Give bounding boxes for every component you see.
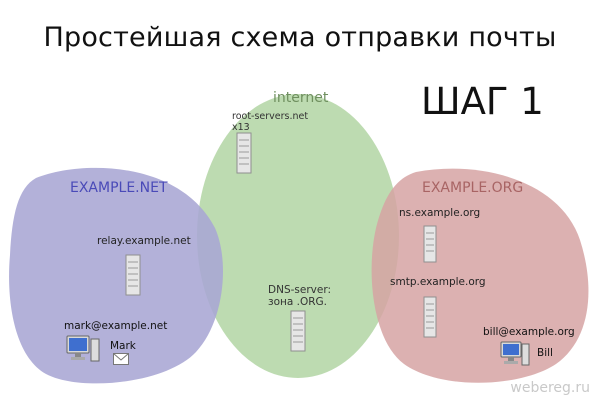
bill-email-label: bill@example.org xyxy=(483,326,575,338)
relay-host-label: relay.example.net xyxy=(97,235,191,247)
computer-icon xyxy=(66,335,100,362)
watermark: webereg.ru xyxy=(510,380,590,396)
server-icon xyxy=(423,296,437,338)
root-servers-label: root-servers.net xyxy=(232,111,309,122)
server-icon xyxy=(236,132,252,174)
mark-user-label: Mark xyxy=(110,340,136,352)
dns-zone-label: зона .ORG. xyxy=(268,296,328,308)
example-net-zone xyxy=(9,167,223,384)
example-org-label: EXAMPLE.ORG xyxy=(422,180,524,196)
server-icon xyxy=(290,310,306,352)
internet-label: internet xyxy=(273,90,329,106)
bill-user-label: Bill xyxy=(537,347,553,359)
server-icon xyxy=(125,254,141,296)
dns-server-label: DNS-server: xyxy=(268,284,331,296)
diagram-title: Простейшая схема отправки почты xyxy=(43,22,557,53)
envelope-icon xyxy=(113,353,129,365)
example-net-label: EXAMPLE.NET xyxy=(70,180,168,196)
smtp-host-label: smtp.example.org xyxy=(390,276,486,288)
mark-email-label: mark@example.net xyxy=(64,320,168,332)
ns-host-label: ns.example.org xyxy=(399,207,481,219)
computer-icon xyxy=(500,341,530,366)
server-icon xyxy=(423,225,437,263)
root-servers-count: x13 xyxy=(232,122,250,133)
step-label: ШАГ 1 xyxy=(421,80,544,123)
